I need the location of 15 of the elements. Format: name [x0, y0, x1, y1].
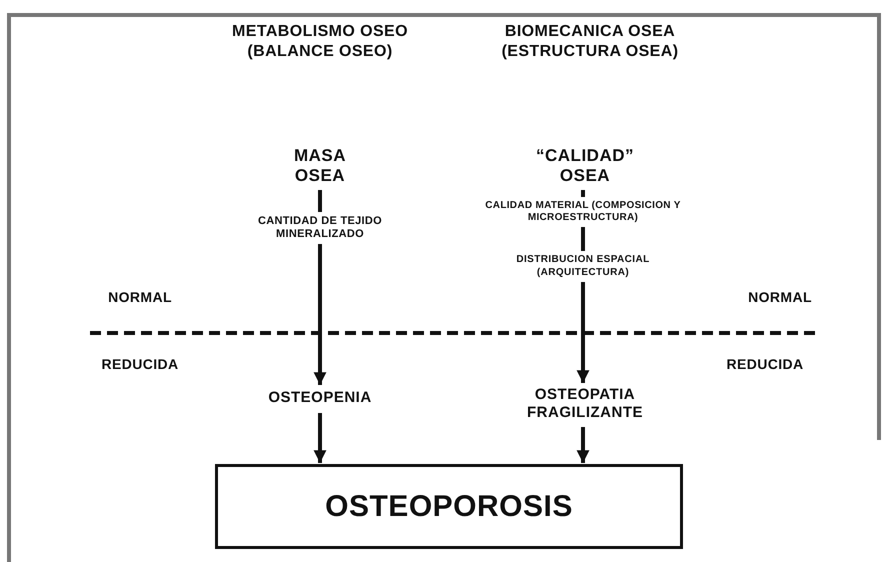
edge-label: CALIDAD MATERIAL (COMPOSICION Y MICROESTRUCTURA): [483, 197, 683, 227]
zone-label: NORMAL: [107, 289, 173, 306]
column-heading: METABOLISMO OSEO (BALANCE OSEO): [231, 22, 409, 62]
box-title: OSTEOPOROSIS: [325, 488, 573, 524]
concept-heading: “CALIDAD” OSEA: [535, 146, 635, 186]
concept-heading: MASA OSEA: [292, 146, 348, 186]
condition-label: OSTEOPATIA FRAGILIZANTE: [526, 386, 644, 422]
arrow: [576, 427, 590, 463]
outcome-box: [215, 464, 683, 549]
zone-label: REDUCIDA: [100, 356, 180, 374]
column-heading: BIOMECANICA OSEA (ESTRUCTURA OSEA): [500, 22, 680, 62]
zone-label: REDUCIDA: [725, 356, 805, 374]
condition-label: OSTEOPENIA: [268, 389, 372, 407]
arrow: [314, 413, 326, 463]
zone-label: NORMAL: [747, 289, 813, 306]
